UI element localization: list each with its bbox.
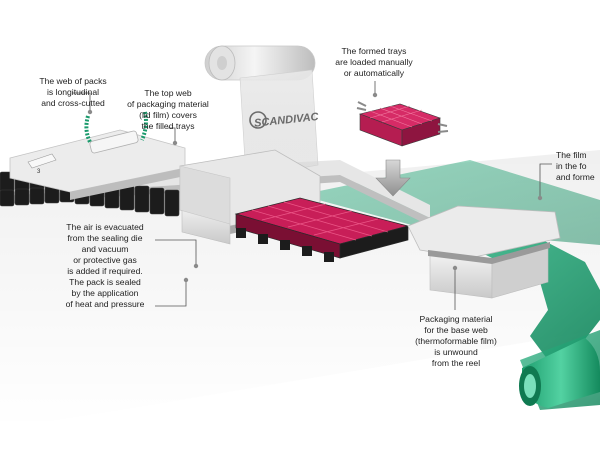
down-arrow-icon (375, 159, 411, 197)
svg-text:3: 3 (37, 169, 41, 175)
lid-film-sheet (239, 69, 319, 179)
cutting-unit: 3 (9, 111, 186, 200)
callout-formed-trays: The formed trays are loaded manually or … (335, 46, 413, 78)
leader-lines (72, 81, 552, 310)
leader-dots (87, 92, 543, 283)
callout-base-web: Packaging material for the base web (the… (415, 314, 497, 368)
callout-web-of-packs: The web of packs is longitudinal and cro… (39, 76, 107, 108)
formed-tray-cluster (356, 101, 449, 147)
forming-station (407, 205, 561, 299)
product-packs (234, 197, 410, 262)
cutter-blades (84, 111, 148, 143)
film-reel (519, 338, 600, 408)
lid-film-reel (204, 45, 316, 81)
callout-top-web: The top web of packaging material (lid f… (127, 88, 209, 131)
callout-film-formed: The film in the fo and forme (556, 150, 595, 182)
callout-air-evacuated: The air is evacuated from the sealing di… (65, 222, 145, 309)
